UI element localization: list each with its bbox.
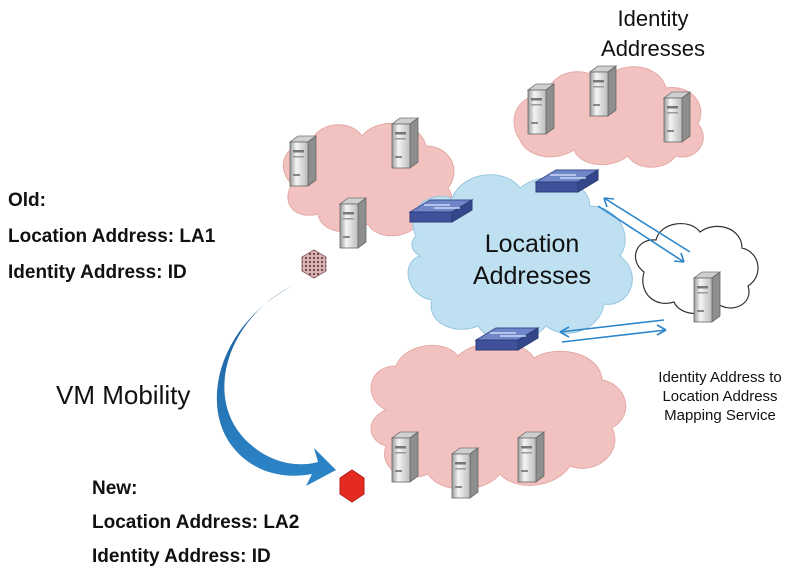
server-icon bbox=[391, 431, 419, 483]
vm-hexagon-icon bbox=[339, 469, 365, 503]
old-identity-address: Identity Address: ID bbox=[8, 262, 187, 283]
switch-icon bbox=[535, 169, 599, 193]
new-location-address: Location Address: LA2 bbox=[92, 512, 300, 533]
server-icon bbox=[693, 271, 721, 323]
vm-mobility-label: VM Mobility bbox=[56, 380, 191, 410]
server-icon bbox=[589, 65, 617, 117]
identity-addresses-label: Identity Addresses bbox=[588, 4, 718, 64]
new-identity-address: Identity Address: ID bbox=[92, 546, 271, 567]
old-location-address: Location Address: LA1 bbox=[8, 226, 216, 247]
double-arrow-icon bbox=[559, 319, 667, 343]
new-title: New: bbox=[92, 478, 138, 499]
server-icon bbox=[339, 197, 367, 249]
server-icon bbox=[527, 83, 555, 135]
location-addresses-cloud bbox=[407, 174, 633, 342]
server-icon bbox=[289, 135, 317, 187]
location-title-line-2: Addresses bbox=[472, 262, 592, 290]
vm-mobility-arrow bbox=[216, 286, 336, 486]
mapping-line-1: Identity Address to bbox=[658, 369, 782, 386]
top-right-pink-cloud bbox=[513, 66, 704, 168]
double-arrow-icon bbox=[597, 197, 691, 263]
old-title: Old: bbox=[8, 190, 46, 211]
mapping-line-2: Location Address bbox=[662, 388, 778, 405]
identity-title-line-1: Identity bbox=[617, 6, 689, 31]
server-icon bbox=[663, 91, 691, 143]
location-addresses-label: Location Addresses bbox=[452, 228, 612, 292]
location-title-line-1: Location bbox=[484, 230, 580, 258]
mapping-service-cloud bbox=[634, 223, 759, 315]
vm-hexagon-icon bbox=[301, 249, 327, 279]
server-icon bbox=[517, 431, 545, 483]
server-icon bbox=[391, 117, 419, 169]
mapping-service-label: Identity Address to Location Address Map… bbox=[636, 368, 804, 425]
mapping-line-3: Mapping Service bbox=[664, 407, 776, 424]
server-icon bbox=[451, 447, 479, 499]
identity-title-line-2: Addresses bbox=[601, 36, 705, 61]
